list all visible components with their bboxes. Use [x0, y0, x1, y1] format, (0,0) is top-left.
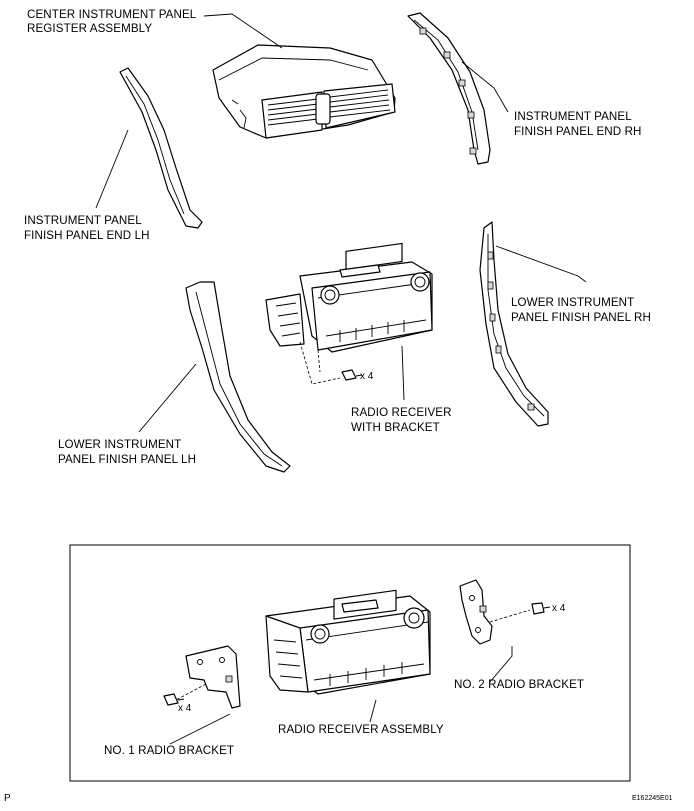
leader-lines	[95, 13, 587, 433]
label-center-register-line1: CENTER INSTRUMENT PANEL	[27, 8, 197, 21]
label-no2-bracket: NO. 2 RADIO BRACKET	[454, 678, 585, 691]
label-finish-end-rh-line1: INSTRUMENT PANEL	[514, 110, 632, 123]
label-finish-end-rh-line2: FINISH PANEL END RH	[514, 125, 642, 138]
label-no1-bracket: NO. 1 RADIO BRACKET	[104, 744, 235, 757]
screw-icon	[341, 369, 363, 381]
qty-screws-no2: x 4	[552, 603, 566, 614]
radio-receiver-with-bracket-drawing	[265, 242, 433, 385]
screw-icon	[531, 602, 551, 615]
qty-screws-no1: x 4	[178, 703, 192, 714]
no1-radio-bracket-drawing	[163, 645, 241, 709]
figure-code: E162245E01	[632, 795, 673, 802]
label-radio-bracket-line2: WITH BRACKET	[351, 421, 440, 434]
center-register-assembly-drawing	[212, 44, 396, 139]
no2-radio-bracket-drawing	[459, 579, 551, 645]
inset-frame	[69, 544, 631, 782]
screw-icon	[163, 693, 185, 706]
label-lower-rh-line1: LOWER INSTRUMENT	[511, 296, 635, 309]
corner-mark: P	[4, 793, 11, 804]
finish-panel-end-lh-drawing	[119, 67, 203, 229]
label-lower-rh-line2: PANEL FINISH PANEL RH	[511, 311, 651, 324]
qty-screws-radio: x 4	[360, 371, 374, 382]
lower-finish-panel-lh-drawing	[185, 281, 291, 473]
lower-finish-panel-rh-drawing	[479, 221, 549, 427]
label-lower-lh-line2: PANEL FINISH PANEL LH	[58, 453, 197, 466]
label-radio-bracket-line1: RADIO RECEIVER	[351, 406, 452, 419]
label-center-register-line2: REGISTER ASSEMBLY	[27, 22, 153, 35]
finish-panel-end-rh-drawing	[407, 12, 491, 165]
radio-receiver-assembly-drawing	[265, 589, 431, 695]
label-finish-end-lh-line1: INSTRUMENT PANEL	[24, 214, 142, 227]
label-radio-assembly: RADIO RECEIVER ASSEMBLY	[278, 723, 444, 736]
label-finish-end-lh-line2: FINISH PANEL END LH	[24, 229, 150, 242]
label-lower-lh-line1: LOWER INSTRUMENT	[58, 438, 182, 451]
